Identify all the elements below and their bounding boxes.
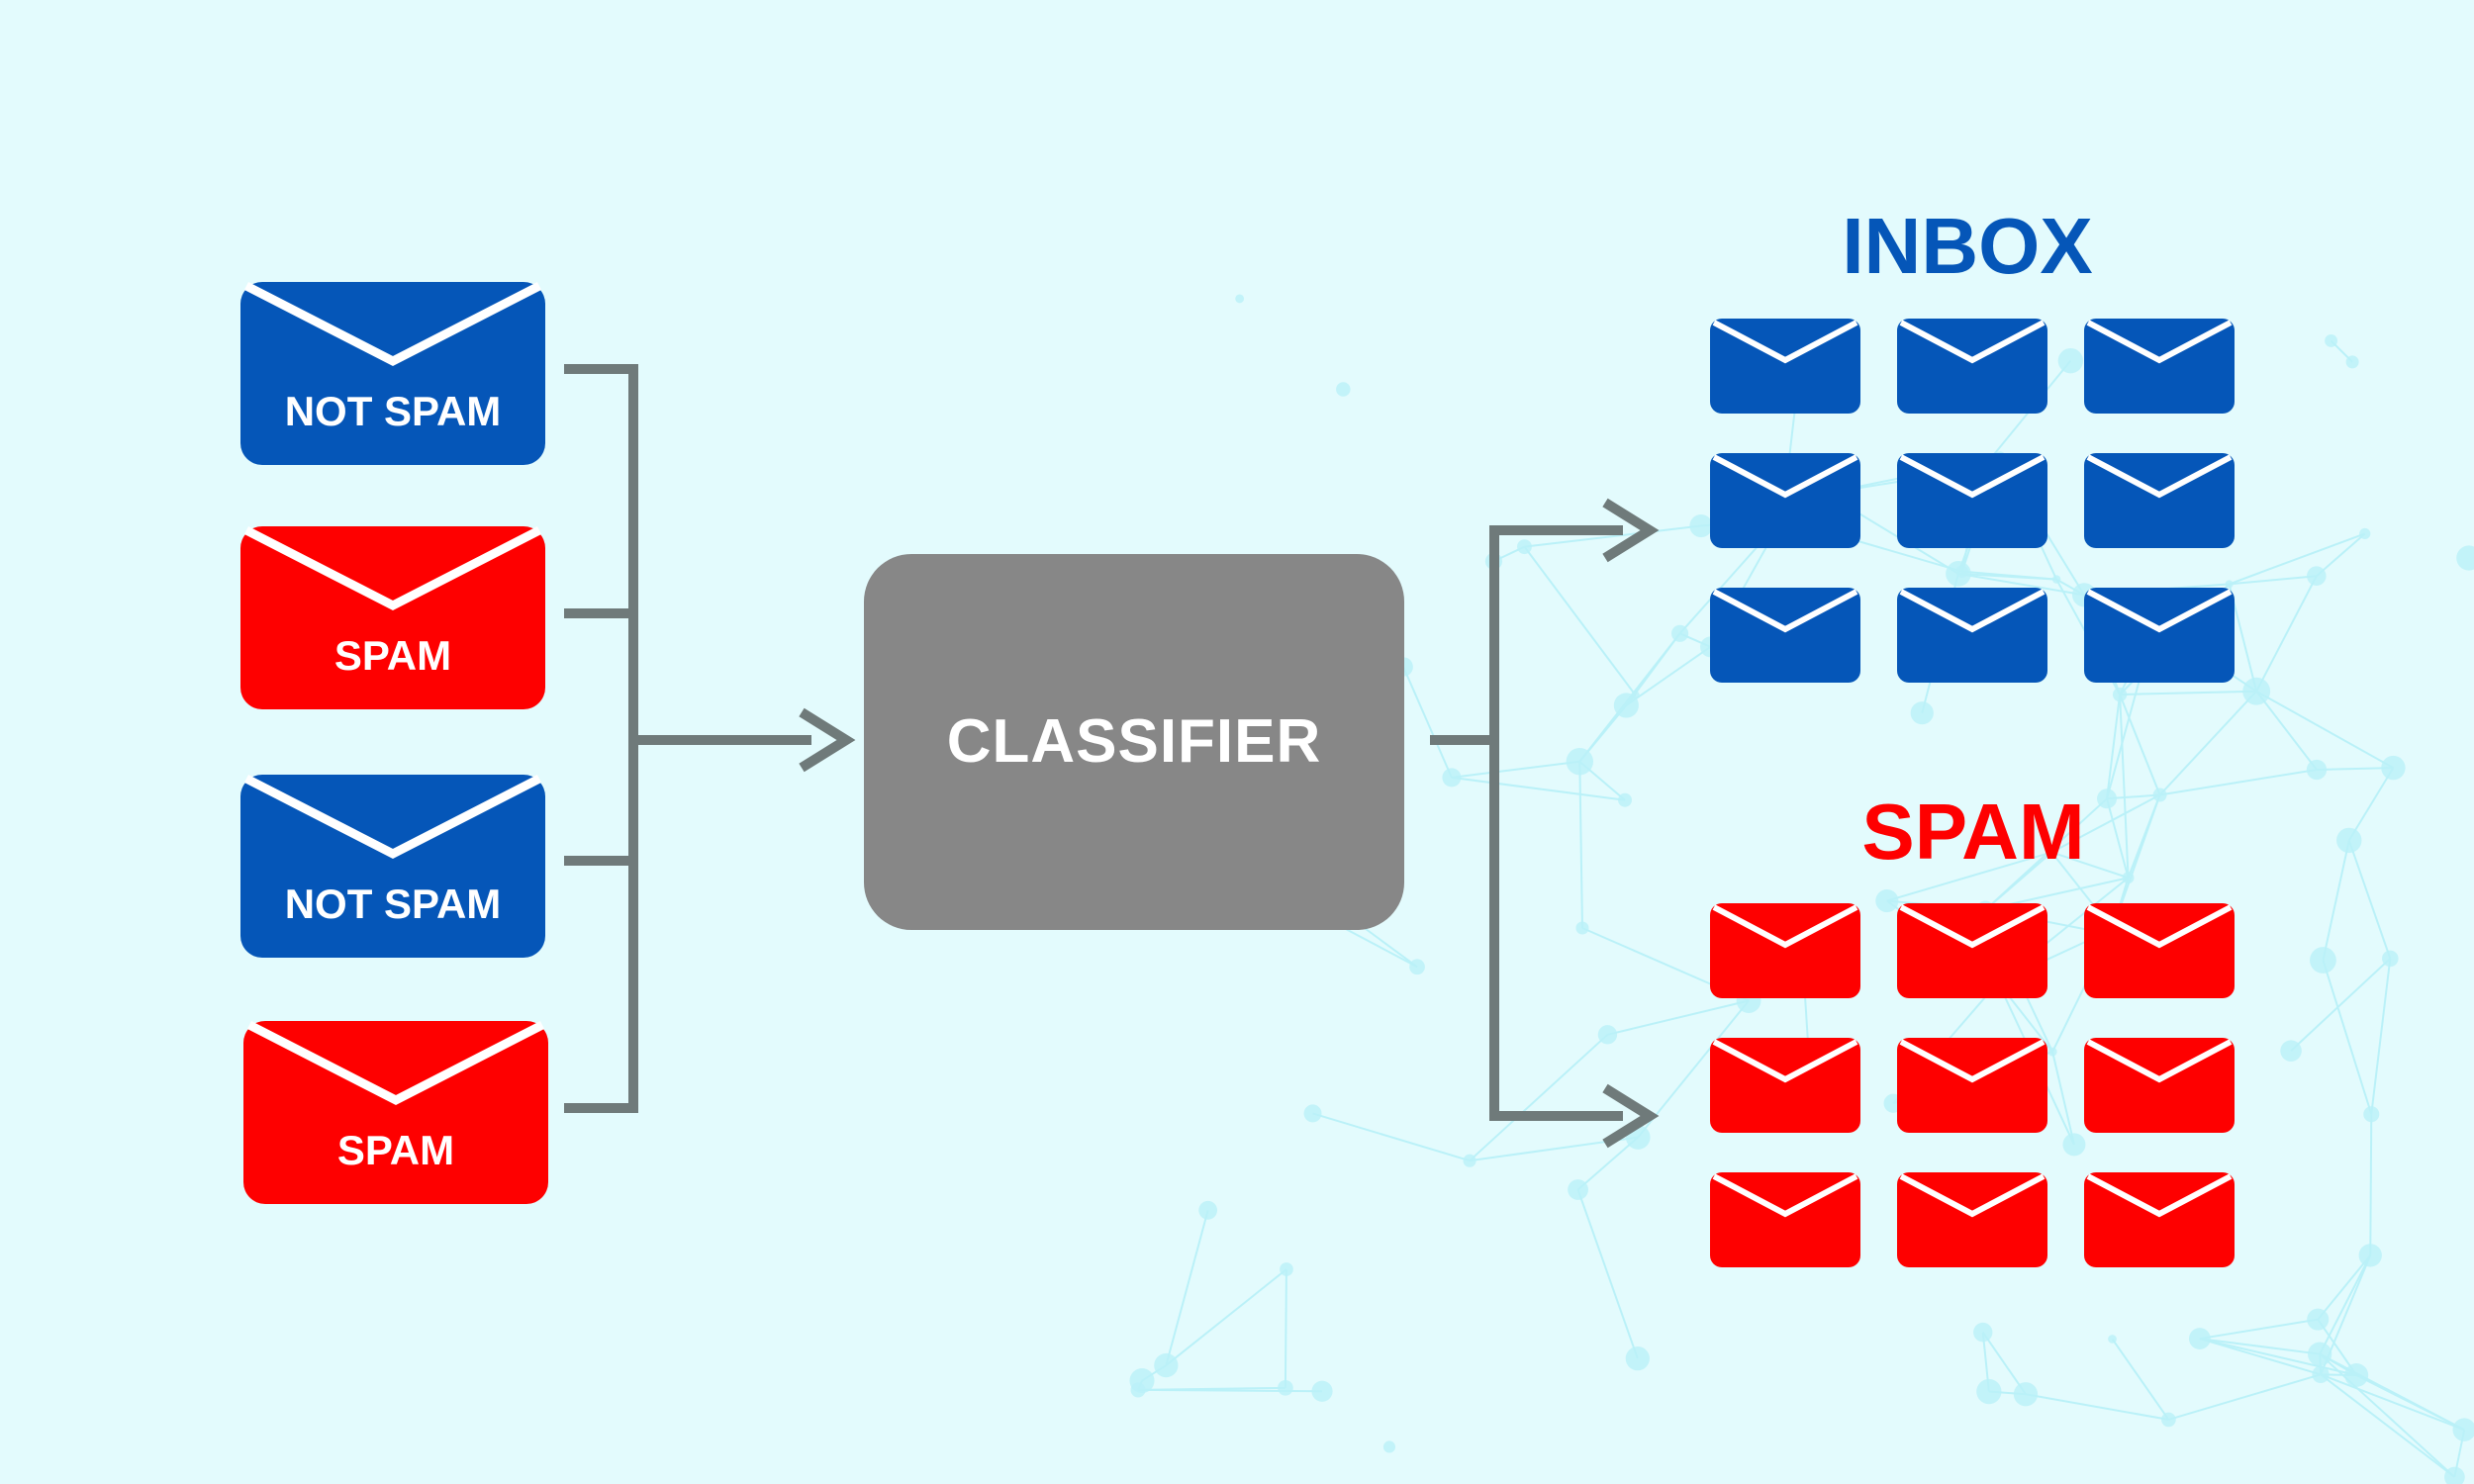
envelope-icon	[2084, 1038, 2235, 1133]
envelope-icon	[1897, 453, 2047, 548]
envelope-flap	[246, 1020, 545, 1106]
envelope-icon	[1897, 903, 2047, 998]
input-email-label: SPAM	[337, 1127, 454, 1173]
envelope-icon	[1897, 319, 2047, 414]
envelope-icon	[1710, 1172, 1860, 1267]
envelope-flap	[243, 281, 542, 367]
envelope-flap	[243, 774, 542, 860]
output-bracket-line	[1489, 525, 1623, 1121]
envelope-icon	[1710, 1038, 1860, 1133]
envelope-icon	[1710, 319, 1860, 414]
classifier-box	[864, 554, 1404, 930]
envelope-icon	[1710, 453, 1860, 548]
envelope-icon	[2084, 1172, 2235, 1267]
envelope-flap	[243, 525, 542, 611]
inbox-title: INBOX	[1842, 202, 2092, 290]
envelope-icon	[1897, 1172, 2047, 1267]
connector-lines	[564, 364, 1623, 1121]
input-email-label: NOT SPAM	[285, 388, 502, 434]
envelope-icon	[243, 1021, 548, 1204]
input-email-label: SPAM	[334, 632, 451, 679]
envelope-icon	[240, 526, 545, 709]
inbox-email-grid	[1710, 319, 2235, 683]
arrow-head-icon	[799, 707, 856, 773]
input-email-4: SPAM	[243, 1020, 548, 1204]
envelope-icon	[2084, 319, 2235, 414]
envelope-icon	[240, 775, 545, 958]
envelope-icon	[240, 282, 545, 465]
arrow-heads	[799, 498, 1660, 1149]
envelope-icon	[2084, 453, 2235, 548]
envelope-icon	[1710, 903, 1860, 998]
input-email-1: NOT SPAM	[240, 281, 545, 465]
envelope-icon	[2084, 903, 2235, 998]
input-email-label: NOT SPAM	[285, 881, 502, 927]
envelope-icon	[1897, 588, 2047, 683]
arrow-head-icon	[1602, 1083, 1660, 1149]
input-email-3: NOT SPAM	[240, 774, 545, 958]
envelope-icon	[1710, 588, 1860, 683]
spam-email-grid	[1710, 903, 2235, 1267]
classifier-label: CLASSIFIER	[947, 707, 1322, 776]
arrow-head-icon	[1602, 498, 1660, 563]
input-email-2: SPAM	[240, 525, 545, 709]
envelope-icon	[1897, 1038, 2047, 1133]
input-email-list: NOT SPAM SPAM NOT SPAM SPAM	[240, 281, 548, 1204]
envelope-icon	[2084, 588, 2235, 683]
spam-title: SPAM	[1861, 788, 2084, 876]
